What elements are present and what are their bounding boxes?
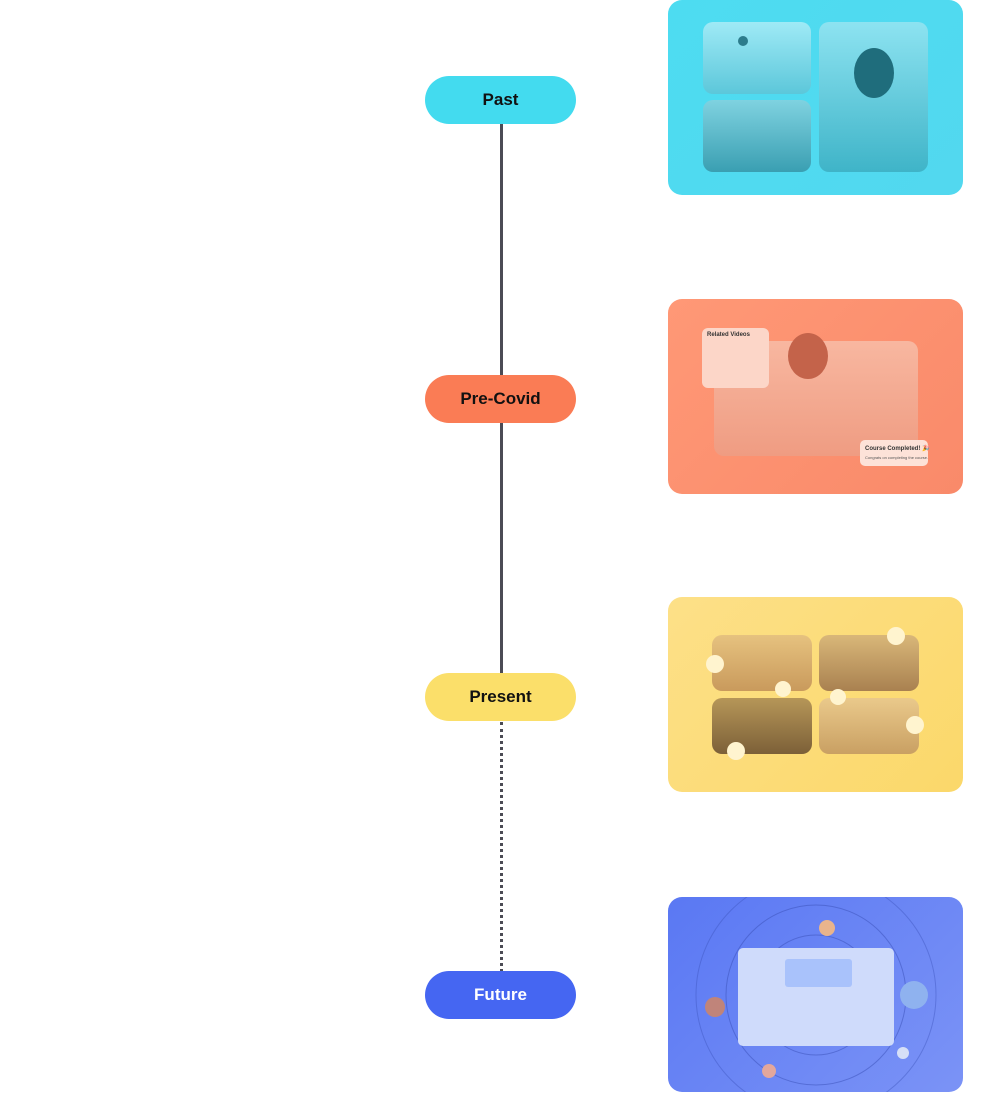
avatar xyxy=(897,1047,909,1059)
app-icon xyxy=(727,742,745,760)
portrait-head xyxy=(854,48,894,98)
stage-label: Future xyxy=(474,985,527,1004)
stage-image-past xyxy=(668,0,963,195)
avatar xyxy=(762,1064,776,1078)
video-tile xyxy=(712,698,812,754)
toast-title: Course Completed! 🎉 xyxy=(865,446,930,452)
classroom-photo xyxy=(703,22,811,94)
timeline-connector-dotted xyxy=(500,722,503,972)
app-icon xyxy=(906,716,924,734)
stage-image-future xyxy=(668,897,963,1092)
stage-label: Pre-Covid xyxy=(460,389,541,408)
video-tile xyxy=(819,698,919,754)
avatar xyxy=(705,997,725,1017)
toast-subtitle: Congrats on completing the course. xyxy=(865,455,929,460)
app-icon xyxy=(706,655,724,673)
video-tile xyxy=(712,635,812,691)
app-icon xyxy=(830,689,846,705)
stage-image-present xyxy=(668,597,963,792)
related-videos-panel: Related Videos xyxy=(702,328,769,388)
timeline-connector-solid xyxy=(500,122,503,378)
presenter-figure xyxy=(738,36,748,46)
students-photo xyxy=(703,100,811,172)
video-tile xyxy=(819,635,919,691)
instructor-figure xyxy=(788,333,828,379)
stage-pill-present: Present xyxy=(425,673,576,721)
stage-label: Past xyxy=(482,90,519,109)
app-icon xyxy=(775,681,791,697)
timeline-connector-solid xyxy=(500,420,503,676)
stage-pill-past: Past xyxy=(425,76,576,124)
course-completed-toast: Course Completed! 🎉 Congrats on completi… xyxy=(860,440,930,466)
avatar xyxy=(819,920,835,936)
stage-pill-precovid: Pre-Covid xyxy=(425,375,576,423)
app-icon xyxy=(887,627,905,645)
dashboard-banner xyxy=(785,959,852,987)
related-videos-title: Related Videos xyxy=(707,332,750,338)
avatar xyxy=(900,981,928,1009)
stage-pill-future: Future xyxy=(425,971,576,1019)
stage-label: Present xyxy=(469,687,532,706)
stage-image-precovid: Related Videos Course Completed! 🎉 Congr… xyxy=(668,299,963,494)
